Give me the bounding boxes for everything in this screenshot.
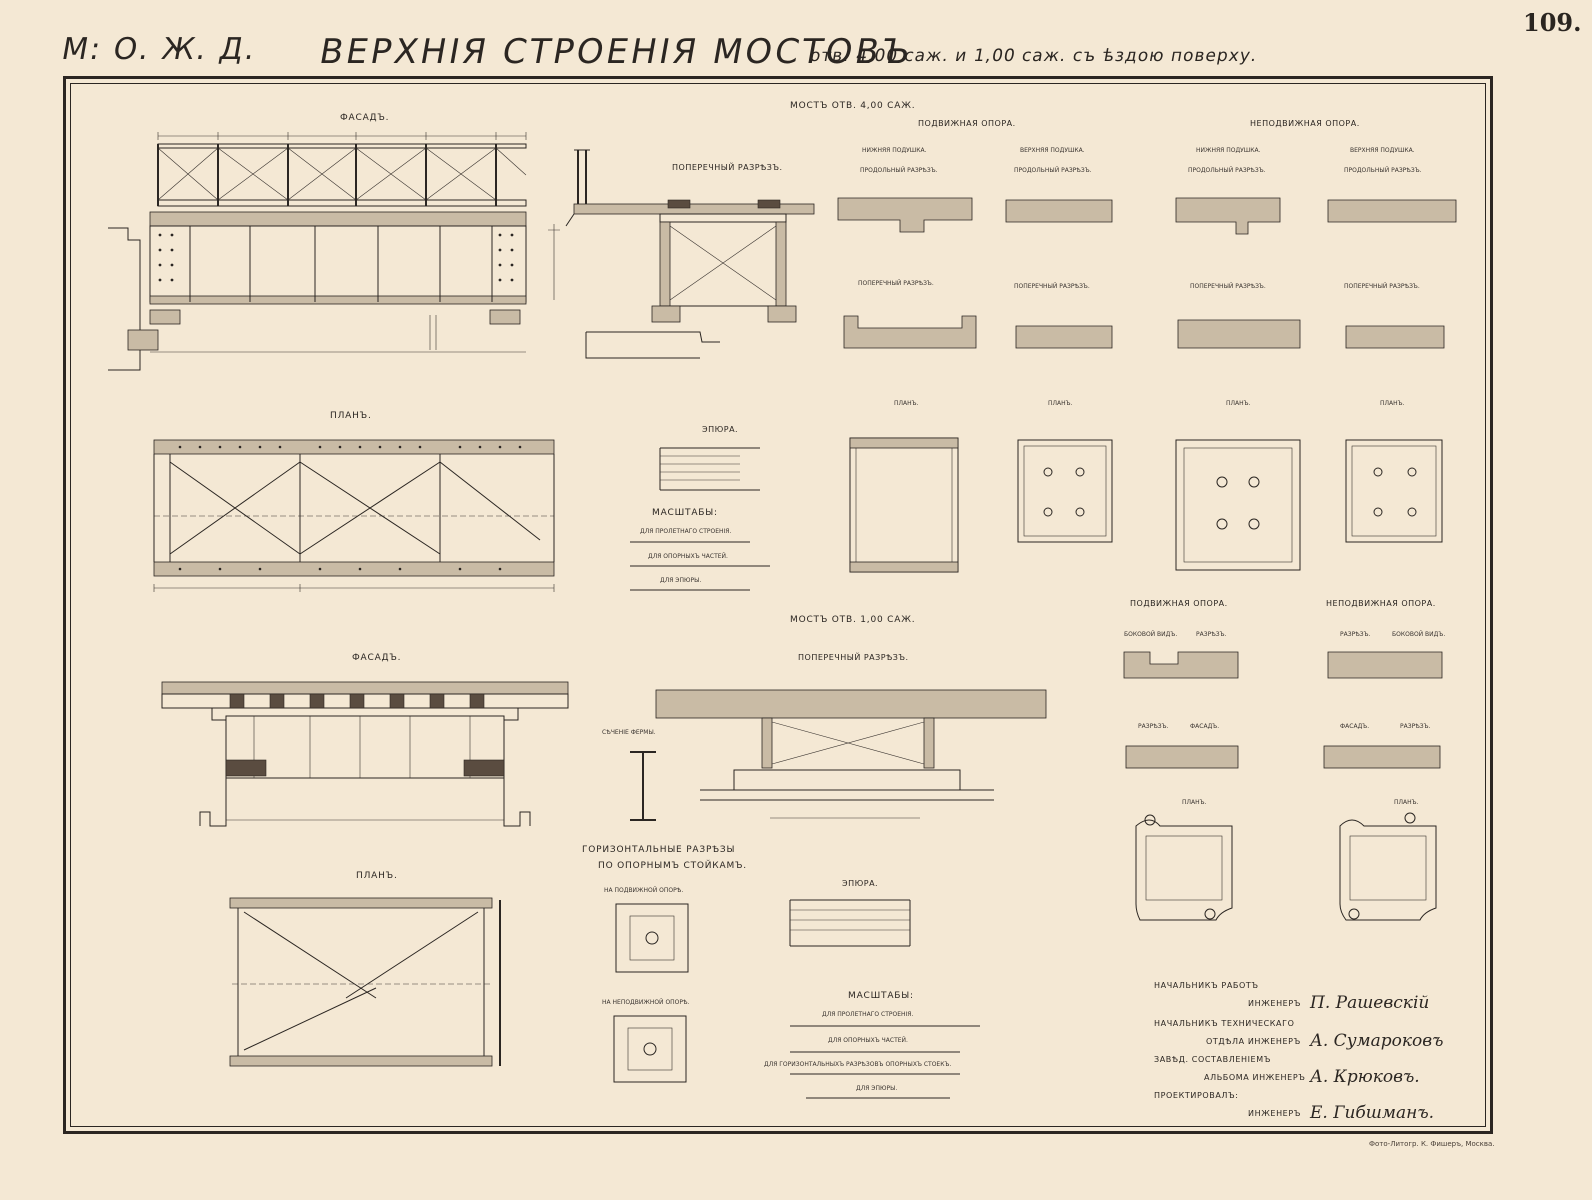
sig2-role1: НАЧАЛЬНИКЪ ТЕХНИЧЕСКАГО (1154, 1019, 1295, 1028)
bridge4-fixed-support-label: НЕПОДВИЖНАЯ ОПОРА. (1250, 119, 1360, 128)
fixed-upper-pad-label: ВЕРХНЯЯ ПОДУШКА. (1350, 147, 1415, 154)
sig3-role2: АЛЬБОМА ИНЖЕНЕРЪ (1204, 1073, 1306, 1082)
bridge4-plan: ПЛАНЪ. (153, 411, 555, 592)
bridge1-cross-section-label: ПОПЕРЕЧНЫЙ РАЗРѢЗЪ. (798, 651, 909, 662)
fixed-plan-label: ПЛАНЪ. (1394, 799, 1419, 806)
sig3-name: А. Крюковъ. (1309, 1067, 1420, 1087)
bridge1-cross-section: ПОПЕРЕЧНЫЙ РАЗРѢЗЪ. (655, 651, 1047, 819)
bridge4-scale-diagram: ДЛЯ ЭПЮРЫ. (660, 577, 701, 584)
fixed-upper-plan-label: ПЛАНЪ. (1380, 400, 1405, 407)
fixed-section2-label: РАЗРѢЗЪ. (1400, 723, 1431, 730)
bridge4-scales-label: МАСШТАБЫ: (652, 508, 718, 518)
bridge4-diagram: ЭПЮРА. МАСШТАБЫ: ДЛЯ ПРОЛЕТНАГО СТРОЕНIЯ… (630, 425, 770, 591)
bridge4-movable-support-label: ПОДВИЖНАЯ ОПОРА. (918, 119, 1016, 128)
bridge1-diagram-label: ЭПЮРА. (842, 879, 878, 888)
sig4-name: Е. Гибшманъ. (1309, 1103, 1434, 1123)
bridge4-plan-label: ПЛАНЪ. (330, 411, 372, 421)
bridge4-diagram-label: ЭПЮРА. (702, 425, 738, 434)
bridge1-heading: МОСТЪ ОТВ. 1,00 САЖ. (790, 615, 915, 625)
bridge4-cross-section: ПОПЕРЕЧНЫЙ РАЗРѢЗЪ. (548, 149, 815, 359)
on-movable-label: НА ПОДВИЖНОЙ ОПОРѢ. (604, 887, 683, 894)
bridge4-cross-section-label: ПОПЕРЕЧНЫЙ РАЗРѢЗЪ. (672, 161, 783, 172)
fixed-side-view-label: БОКОВОЙ ВИДЪ. (1392, 631, 1445, 638)
horiz-sections-line2: ПО ОПОРНЫМЪ СТОЙКАМЪ. (598, 859, 747, 871)
signature-block: НАЧАЛЬНИКЪ РАБОТЪ ИНЖЕНЕРЪ П. Рашевскiй … (1154, 981, 1444, 1123)
sig3-role1: ЗАВѢД. СОСТАВЛЕНIЕМЪ (1154, 1055, 1271, 1064)
sig4-role2: ИНЖЕНЕРЪ (1248, 1109, 1301, 1118)
fixed-lower-trans-label: ПОПЕРЕЧНЫЙ РАЗРѢЗЪ. (1190, 283, 1266, 290)
movable-lower-plan-label: ПЛАНЪ. (894, 400, 919, 407)
bridge1-scale-span: ДЛЯ ПРОЛЕТНАГО СТРОЕНIЯ. (822, 1011, 913, 1018)
bridge1-fixed-support-label: НЕПОДВИЖНАЯ ОПОРА. (1326, 599, 1436, 608)
sig2-role2: ОТДѢЛА ИНЖЕНЕРЪ (1206, 1037, 1301, 1046)
fixed-lower-long-label: ПРОДОЛЬНЫЙ РАЗРѢЗЪ. (1188, 167, 1266, 174)
bridge1-facade: МОСТЪ ОТВ. 1,00 САЖ. ФАСАДЪ. (161, 615, 915, 827)
movable-lower-trans-label: ПОПЕРЕЧНЫЙ РАЗРѢЗЪ. (858, 280, 934, 287)
bridge4-facade-label: ФАСАДЪ. (340, 113, 389, 123)
fixed-section-label: РАЗРѢЗЪ. (1340, 631, 1371, 638)
bridge1-diagram: ЭПЮРА. МАСШТАБЫ: ДЛЯ ПРОЛЕТНАГО СТРОЕНIЯ… (764, 879, 980, 1099)
on-fixed-label: НА НЕПОДВИЖНОЙ ОПОРѢ. (602, 999, 690, 1006)
sig2-name: А. Сумароковъ (1309, 1031, 1444, 1051)
bridge4-heading: МОСТЪ ОТВ. 4,00 САЖ. (790, 101, 915, 111)
bridge4-supports: МОСТЪ ОТВ. 4,00 САЖ. ПОДВИЖНАЯ ОПОРА. НЕ… (790, 101, 1457, 573)
movable-upper-pad-label: ВЕРХНЯЯ ПОДУШКА. (1020, 147, 1085, 154)
movable-side-view-label: БОКОВОЙ ВИДЪ. (1124, 631, 1177, 638)
movable-upper-trans-label: ПОПЕРЕЧНЫЙ РАЗРѢЗЪ. (1014, 283, 1090, 290)
movable-upper-long-label: ПРОДОЛЬНЫЙ РАЗРѢЗЪ. (1014, 167, 1092, 174)
bridge1-scale-horiz: ДЛЯ ГОРИЗОНТАЛЬНЫХЪ РАЗРѢЗОВЪ ОПОРНЫХЪ С… (764, 1061, 951, 1068)
horiz-sections-line1: ГОРИЗОНТАЛЬНЫЕ РАЗРѢЗЫ (582, 845, 735, 855)
printer-credit: Фото-Литогр. К. Фишеръ, Москва. (1369, 1140, 1495, 1148)
bridge1-truss-details: СѢЧЕНIЕ ФЕРМЫ. ГОРИЗОНТАЛЬНЫЕ РАЗРѢЗЫ ПО… (582, 729, 747, 1083)
bridge1-movable-support-label: ПОДВИЖНАЯ ОПОРА. (1130, 599, 1228, 608)
inner-frame (70, 83, 1486, 1127)
movable-upper-plan-label: ПЛАНЪ. (1048, 400, 1073, 407)
fixed-upper-long-label: ПРОДОЛЬНЫЙ РАЗРѢЗЪ. (1344, 167, 1422, 174)
movable-section2-label: РАЗРѢЗЪ. (1138, 723, 1169, 730)
bridge1-scales-label: МАСШТАБЫ: (848, 991, 914, 1001)
bridge1-facade-label: ФАСАДЪ. (352, 653, 401, 663)
movable-facade-label: ФАСАДЪ. (1190, 723, 1219, 730)
fixed-lower-pad-label: НИЖНЯЯ ПОДУШКА. (1196, 147, 1261, 154)
bridge4-scale-span: ДЛЯ ПРОЛЕТНАГО СТРОЕНIЯ. (640, 528, 731, 535)
bridge1-scale-supports: ДЛЯ ОПОРНЫХЪ ЧАСТЕЙ. (828, 1037, 908, 1044)
movable-section-label: РАЗРѢЗЪ. (1196, 631, 1227, 638)
truss-section-label: СѢЧЕНIЕ ФЕРМЫ. (602, 729, 656, 736)
movable-lower-long-label: ПРОДОЛЬНЫЙ РАЗРѢЗЪ. (860, 167, 938, 174)
bridge4-facade: ФАСАДЪ. (108, 113, 527, 371)
outer-frame (63, 76, 1493, 1134)
sig1-role2: ИНЖЕНЕРЪ (1248, 999, 1301, 1008)
movable-lower-pad-label: НИЖНЯЯ ПОДУШКА. (862, 147, 927, 154)
bridge1-scale-diagram: ДЛЯ ЭПЮРЫ. (856, 1085, 897, 1092)
page-number: 109. (1523, 8, 1582, 37)
bridge1-plan: ПЛАНЪ. (229, 871, 501, 1067)
sig1-name: П. Рашевскiй (1309, 993, 1429, 1013)
fixed-lower-plan-label: ПЛАНЪ. (1226, 400, 1251, 407)
fixed-upper-trans-label: ПОПЕРЕЧНЫЙ РАЗРѢЗЪ. (1344, 283, 1420, 290)
sig1-role1: НАЧАЛЬНИКЪ РАБОТЪ (1154, 981, 1259, 990)
bridge1-supports: ПОДВИЖНАЯ ОПОРА. НЕПОДВИЖНАЯ ОПОРА. БОКО… (1123, 599, 1445, 921)
bridge4-scale-supports: ДЛЯ ОПОРНЫХЪ ЧАСТЕЙ. (648, 553, 728, 560)
movable-plan-label: ПЛАНЪ. (1182, 799, 1207, 806)
bridge1-plan-label: ПЛАНЪ. (356, 871, 398, 881)
sig4-role1: ПРОЕКТИРОВАЛЪ: (1154, 1091, 1239, 1100)
fixed-facade-label: ФАСАДЪ. (1340, 723, 1369, 730)
